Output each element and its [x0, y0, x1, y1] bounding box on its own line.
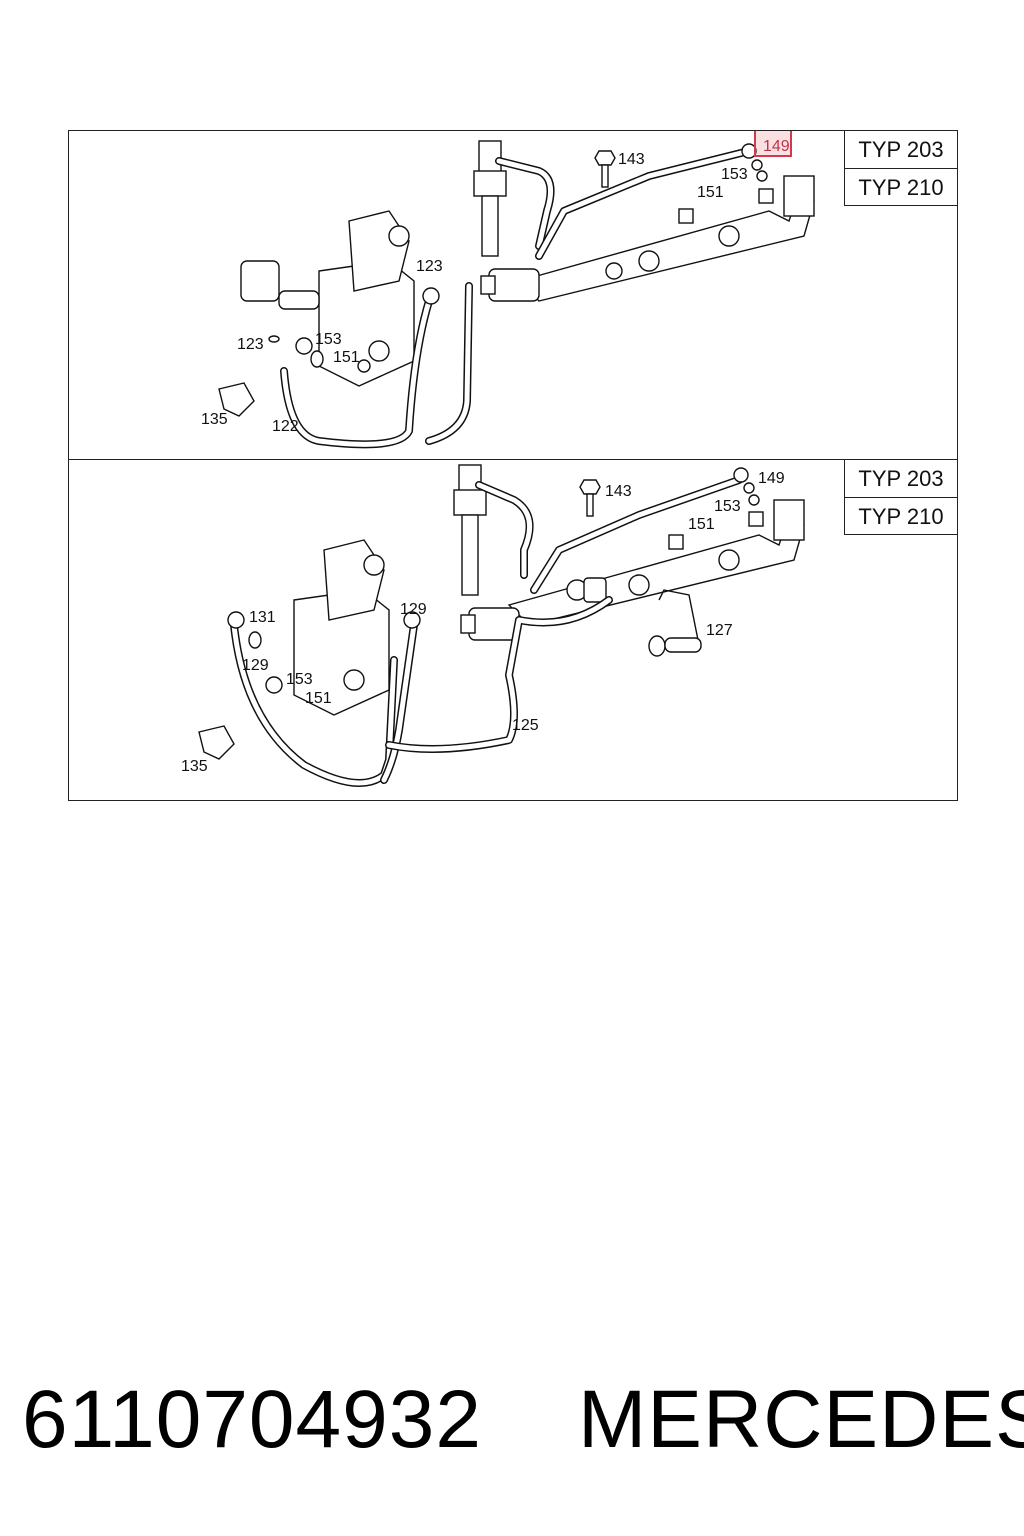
callout-135-top: 135: [201, 411, 228, 428]
bolt-143-top: [594, 150, 616, 188]
type-label-box-bottom: TYP 203 TYP 210: [844, 460, 957, 535]
callout-153-top-b: 153: [315, 331, 342, 348]
callout-151-top-a: 151: [697, 184, 724, 201]
banjo-149-top: [741, 143, 768, 182]
type-label-210-top: TYP 210: [845, 168, 957, 205]
callout-151-bottom-b: 151: [305, 690, 332, 707]
bottom-fuel-system-drawing: 149 143 153 151 131 129 129 153 151 127 …: [181, 464, 805, 787]
callout-123-top-a: 123: [416, 258, 443, 275]
pressure-sensor-bottom: [460, 607, 520, 641]
bottom-panel: 149 143 153 151 131 129 129 153 151 127 …: [69, 460, 957, 800]
bolt-143-bottom: [579, 479, 601, 517]
pressure-valve-bottom: [566, 577, 607, 603]
highlight-box-149: [754, 131, 792, 157]
clip-135-bottom: [198, 725, 235, 760]
type-label-203-bottom: TYP 203: [858, 466, 944, 491]
type-label-203-top: TYP 203: [858, 137, 944, 162]
banjo-fitting-131-bottom: [227, 611, 245, 629]
footer: 6110704932 MERCEDES: [0, 1370, 1024, 1470]
pump-inlet-top: [240, 260, 320, 310]
pressure-sensor-top: [480, 268, 540, 302]
callout-125-bottom: 125: [512, 717, 539, 734]
banjo-149-bottom: [733, 467, 760, 506]
seal-ring-123-top: [268, 335, 280, 343]
callout-151-bottom-a: 151: [688, 516, 715, 533]
banjo-fitting-right-top: [422, 287, 440, 305]
type-label-210-bottom: TYP 210: [845, 497, 957, 534]
banjo-fitting-153-bottom: [265, 676, 283, 694]
top-fuel-system-drawing: 149 143 153 151 123 123 153 151 135 122: [201, 131, 815, 449]
high-pressure-pump-top: [318, 210, 415, 387]
callout-149-top: 149: [763, 138, 790, 155]
brand-name: MERCEDES: [578, 1374, 1024, 1465]
callout-143-bottom: 143: [605, 483, 632, 500]
callout-131-bottom: 131: [249, 609, 276, 626]
high-pressure-pump-bottom: [293, 539, 390, 716]
callout-127-bottom: 127: [706, 622, 733, 639]
callout-153-bottom-a: 153: [714, 498, 741, 515]
callout-153-top-a: 153: [721, 166, 748, 183]
callout-149-bottom: 149: [758, 470, 785, 487]
banjo-fitting-left-top: [295, 337, 313, 355]
injector-bottom: [453, 464, 487, 596]
callout-153-bottom-b: 153: [286, 671, 313, 688]
seal-ring-153-top: [310, 350, 324, 368]
callout-129-bottom-b: 129: [242, 657, 269, 674]
callout-123-top-b: 123: [237, 336, 264, 353]
seal-ring-129-bottom: [248, 631, 262, 649]
diagram-frame: 149 143 153 151 123 123 153 151 135 122 …: [68, 130, 958, 801]
callout-129-bottom-a: 129: [400, 601, 427, 618]
clip-135-top: [218, 382, 255, 417]
bracket-127-bottom: [648, 589, 702, 657]
callout-143-top: 143: [618, 151, 645, 168]
callout-151-top-b: 151: [333, 349, 360, 366]
injector-top: [473, 140, 507, 257]
top-panel: 149 143 153 151 123 123 153 151 135 122 …: [69, 131, 957, 460]
callout-135-bottom: 135: [181, 758, 208, 775]
part-number: 6110704932: [22, 1374, 482, 1465]
type-label-box-top: TYP 203 TYP 210: [844, 131, 957, 206]
banjo-fitting-129-bottom: [403, 611, 421, 629]
fuel-rail-top: [517, 175, 815, 302]
callout-122-top: 122: [272, 418, 299, 435]
